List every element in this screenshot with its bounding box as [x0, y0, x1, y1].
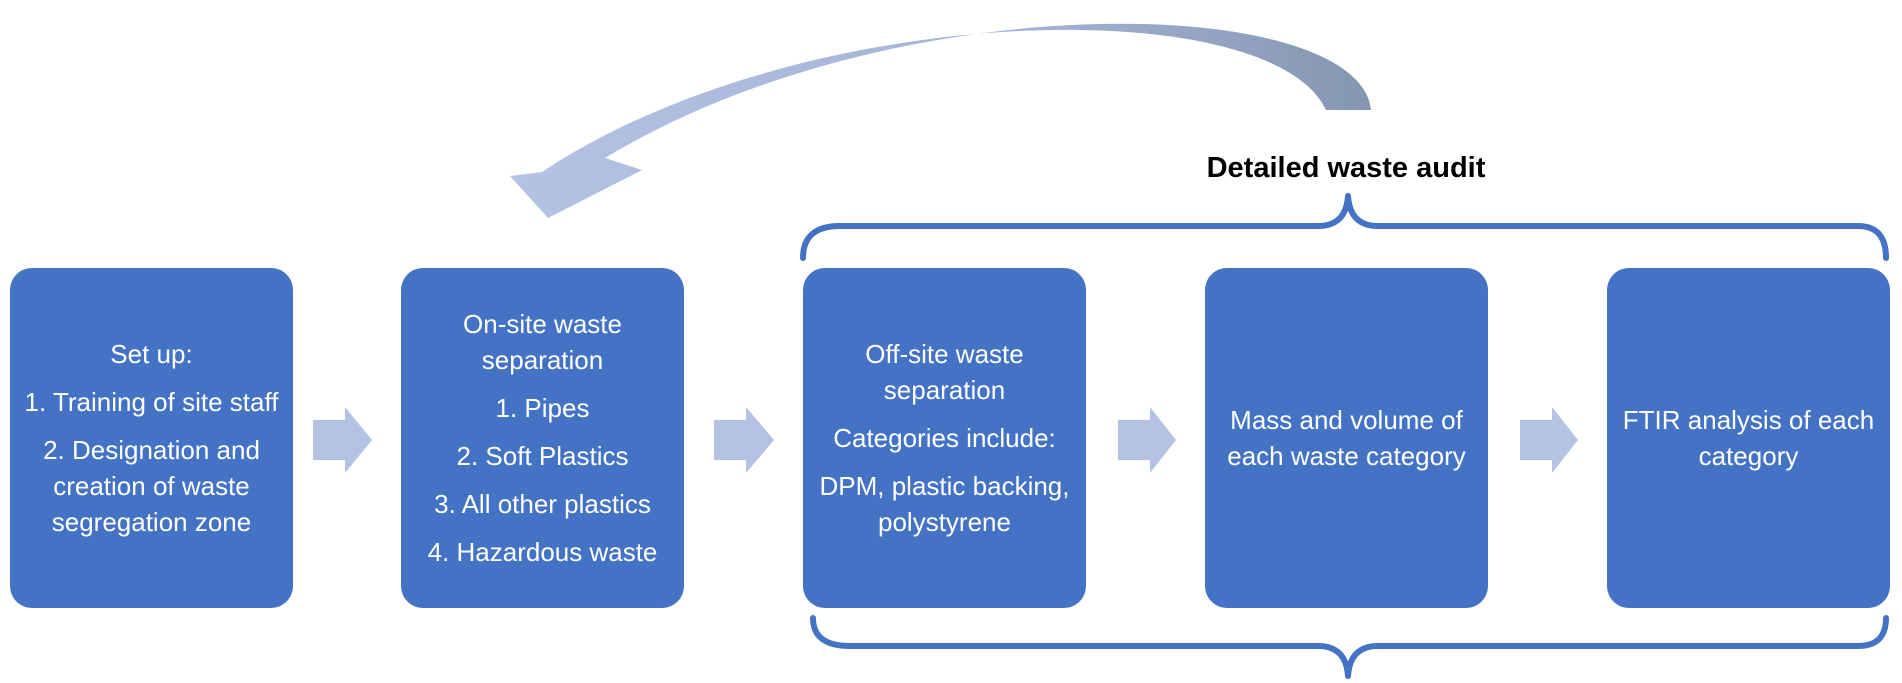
box-paragraph: Categories include:: [833, 423, 1056, 453]
ftir-analysis-box: FTIR analysis of each category: [1607, 268, 1890, 608]
offsite-separation-box: Off-site waste separation Categories inc…: [803, 268, 1086, 608]
onsite-separation-box: On-site waste separation 1. Pipes 2. Sof…: [401, 268, 684, 608]
box-paragraph: Mass and volume of each waste category: [1227, 405, 1466, 471]
box-paragraph: FTIR analysis of each category: [1622, 405, 1875, 471]
box-paragraph: 2. Designation and creation of waste seg…: [43, 435, 260, 537]
box-paragraph: 2. Soft Plastics: [456, 441, 629, 471]
detailed-waste-audit-label: Detailed waste audit: [1206, 152, 1486, 184]
mass-volume-box: Mass and volume of each waste category: [1205, 268, 1488, 608]
right-arrow-icon-1: [313, 407, 372, 473]
bottom-brace-icon: [810, 615, 1889, 679]
box-paragraph: 4. Hazardous waste: [427, 537, 658, 567]
box-paragraph: DPM, plastic backing, polystyrene: [819, 471, 1070, 537]
curved-back-arrow-icon: [510, 23, 1371, 218]
right-arrow-icon-2: [714, 407, 774, 473]
box-paragraph: 1. Training of site staff: [24, 387, 279, 417]
box-paragraph: Off-site waste separation: [865, 339, 1024, 405]
box-paragraph: 3. All other plastics: [434, 489, 651, 519]
right-arrow-icon-4: [1520, 407, 1578, 473]
top-brace-icon: [800, 193, 1889, 261]
right-arrow-icon-3: [1118, 407, 1176, 473]
box-paragraph: Set up:: [110, 339, 193, 369]
box-paragraph: On-site waste separation: [463, 309, 622, 375]
box-paragraph: 1. Pipes: [495, 393, 590, 423]
setup-box: Set up: 1. Training of site staff 2. Des…: [10, 268, 293, 608]
